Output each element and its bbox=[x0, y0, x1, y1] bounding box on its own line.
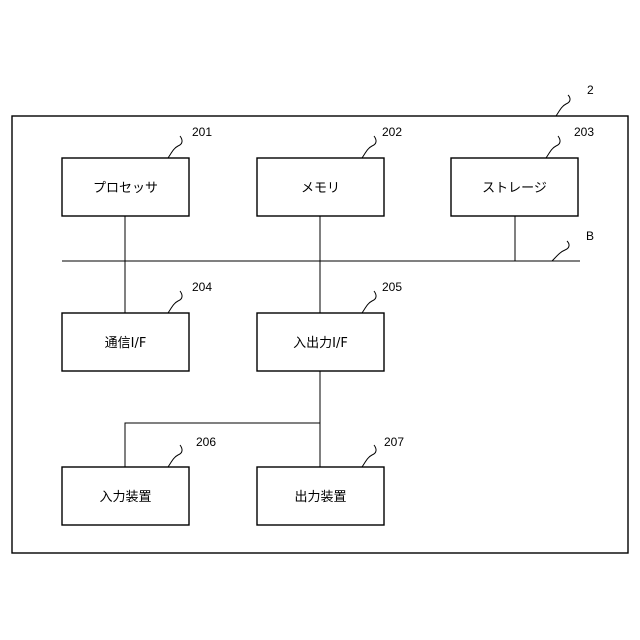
io-if-block: 入出力I/F 205 bbox=[257, 280, 402, 371]
storage-leader bbox=[546, 136, 560, 158]
comm-if-ref: 204 bbox=[192, 280, 212, 294]
processor-ref: 201 bbox=[192, 125, 212, 139]
input-device-leader bbox=[168, 445, 182, 467]
memory-label: メモリ bbox=[301, 181, 340, 196]
storage-block: ストレージ 203 bbox=[451, 125, 594, 216]
storage-label: ストレージ bbox=[482, 181, 547, 196]
memory-leader bbox=[362, 136, 376, 158]
output-device-ref: 207 bbox=[384, 435, 404, 449]
comm-if-label: 通信I/F bbox=[105, 336, 147, 351]
io-if-label: 入出力I/F bbox=[293, 336, 348, 351]
output-device-block: 出力装置 207 bbox=[257, 435, 404, 525]
io-if-ref: 205 bbox=[382, 280, 402, 294]
device-frame-leader bbox=[556, 95, 570, 116]
comm-if-block: 通信I/F 204 bbox=[62, 280, 212, 371]
bus-ref: B bbox=[586, 229, 594, 243]
input-device-label: 入力装置 bbox=[99, 490, 151, 505]
processor-block: プロセッサ 201 bbox=[62, 125, 212, 216]
processor-label: プロセッサ bbox=[93, 181, 158, 196]
output-device-label: 出力装置 bbox=[294, 490, 346, 505]
comm-if-leader bbox=[168, 291, 182, 313]
input-device-ref: 206 bbox=[196, 435, 216, 449]
io-if-leader bbox=[362, 291, 376, 313]
device-frame-ref: 2 bbox=[587, 83, 594, 97]
io-if-device-connector bbox=[125, 371, 320, 467]
storage-ref: 203 bbox=[574, 125, 594, 139]
processor-leader bbox=[168, 136, 182, 158]
memory-block: メモリ 202 bbox=[257, 125, 402, 216]
input-device-block: 入力装置 206 bbox=[62, 435, 216, 525]
memory-ref: 202 bbox=[382, 125, 402, 139]
bus-leader bbox=[552, 241, 569, 261]
output-device-leader bbox=[362, 445, 376, 467]
